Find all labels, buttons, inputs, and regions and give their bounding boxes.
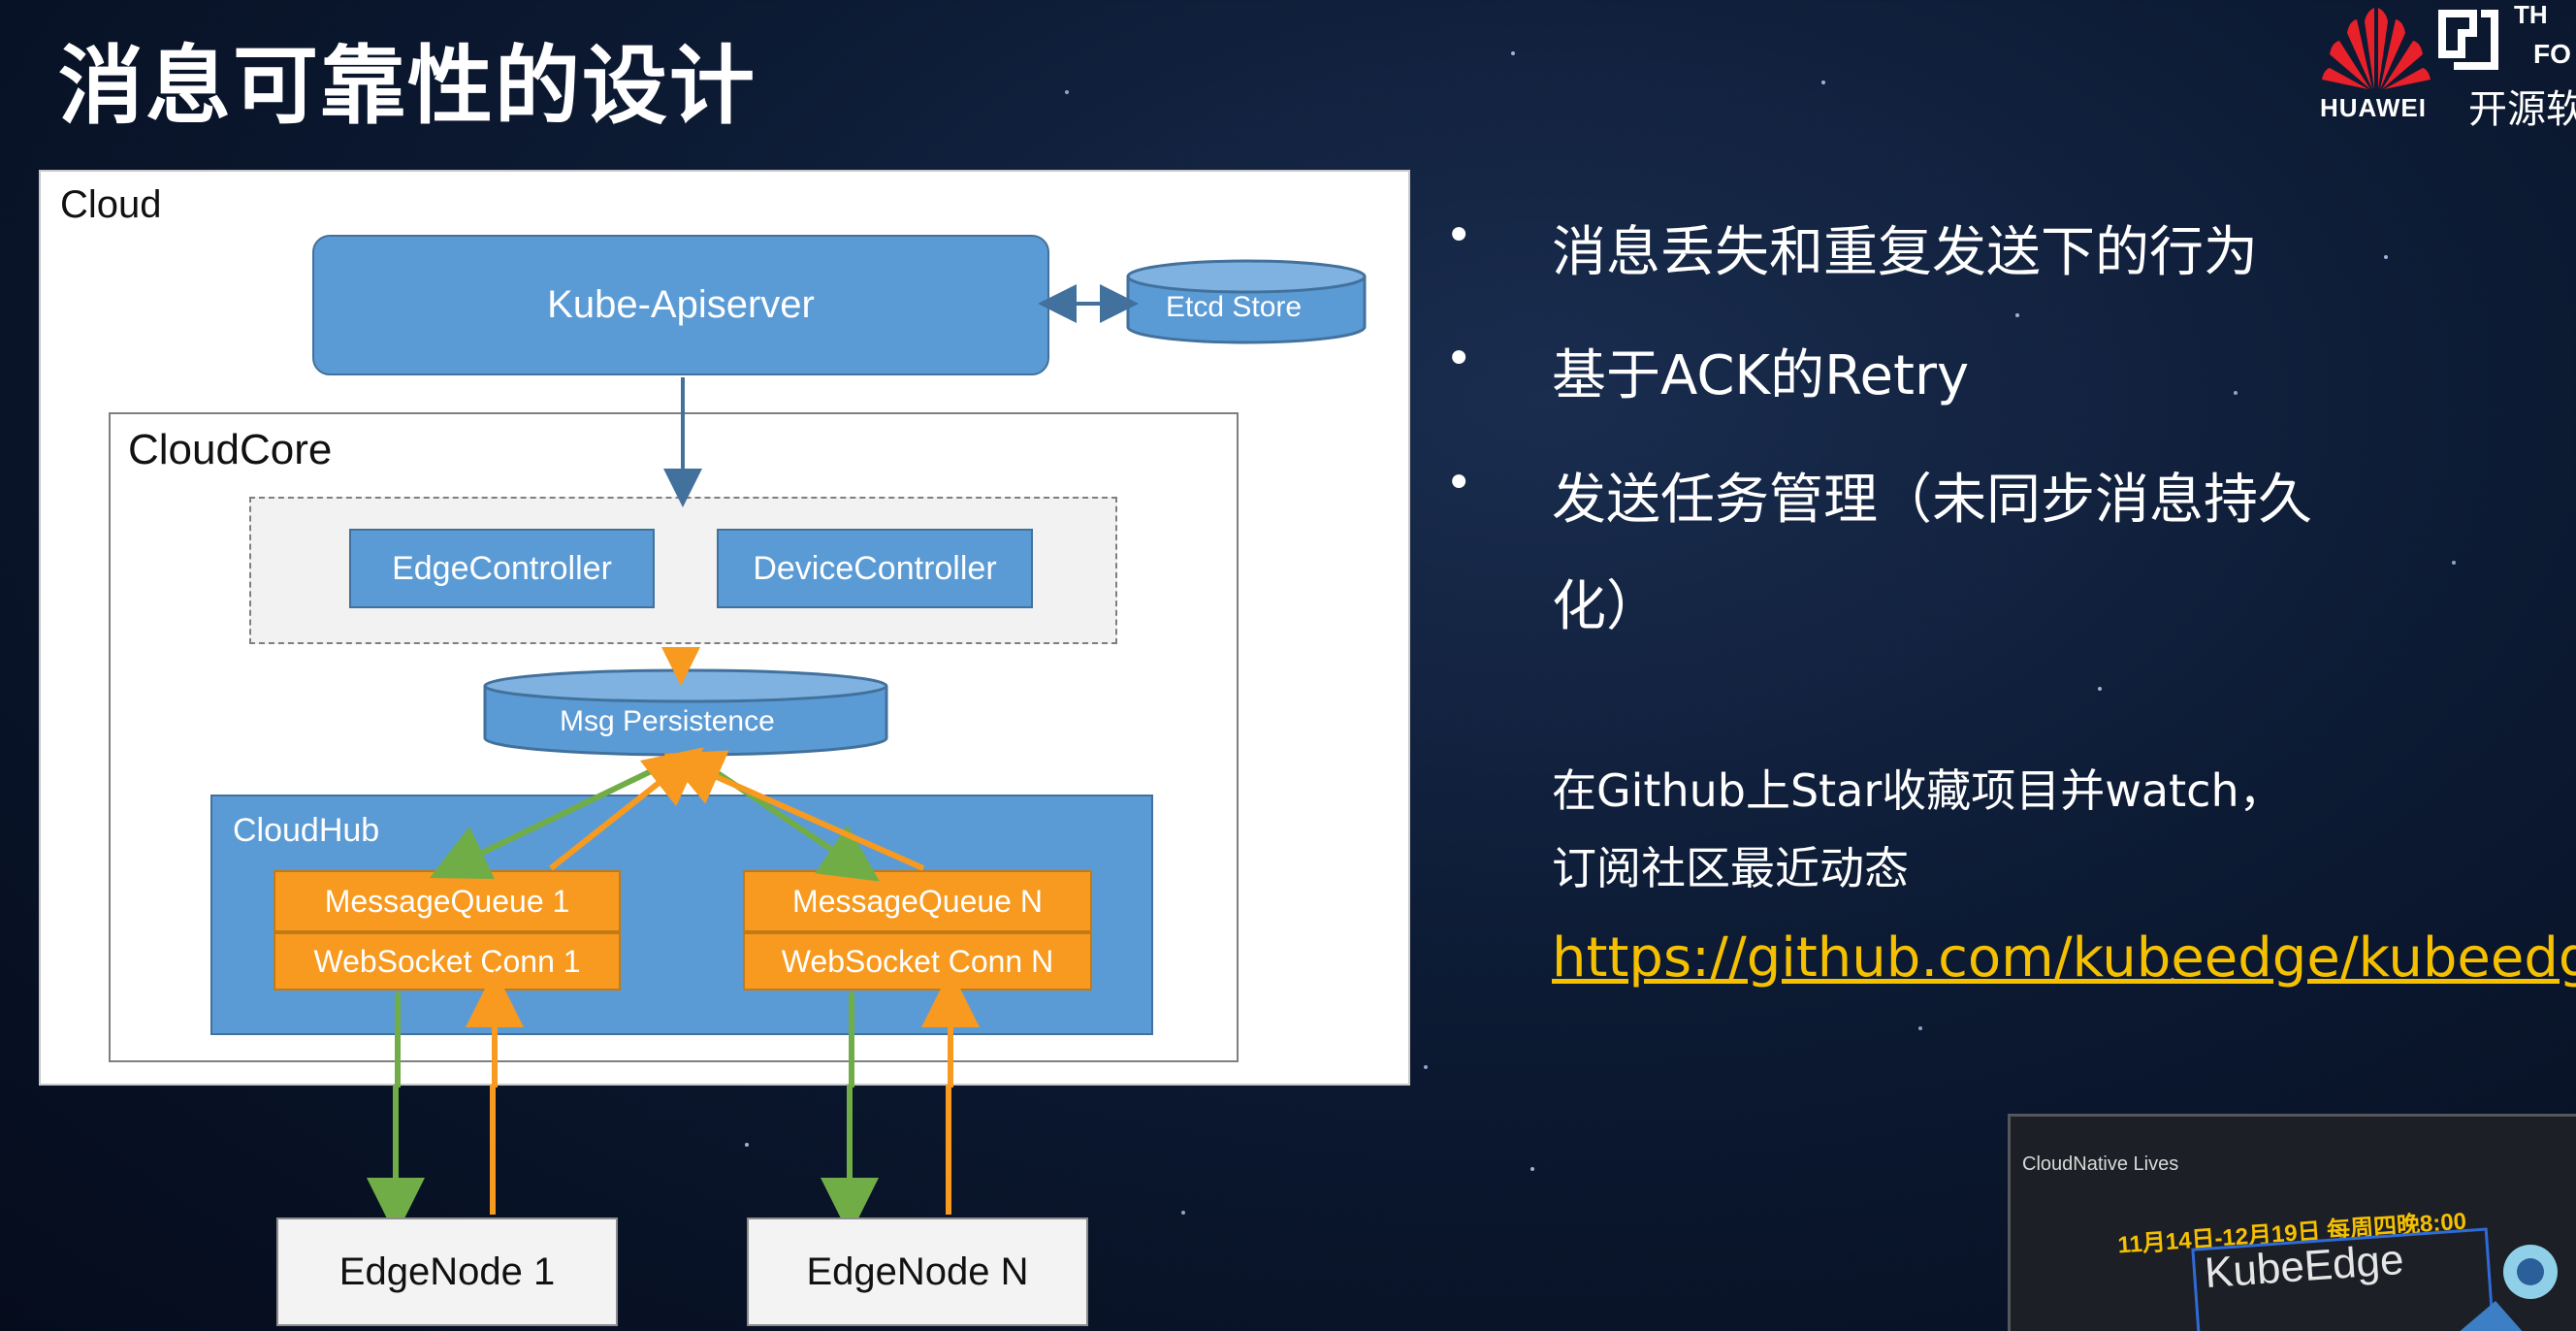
open-source-brand-text: 开源软 (2468, 87, 2576, 132)
websocket-conn-n-label: WebSocket Conn N (781, 943, 1054, 979)
etcd-store-label: Etcd Store (1166, 291, 1303, 323)
device-controller-label: DeviceController (753, 549, 997, 587)
device-controller-box: DeviceController (717, 529, 1033, 608)
bullet-text: 基于ACK的Retry (1552, 344, 1970, 407)
edge-node-n-label: EdgeNode N (806, 1250, 1029, 1293)
kube-apiserver-label: Kube-Apiserver (547, 283, 815, 326)
edge-controller-label: EdgeController (392, 549, 612, 587)
huawei-logo-icon (2322, 8, 2431, 89)
edge-controller-box: EdgeController (349, 529, 655, 608)
github-link[interactable]: https://github.com/kubeedge/kubeedge (1552, 926, 2576, 990)
websocket-conn-n-box: WebSocket Conn N (743, 932, 1092, 990)
github-note-line-2: 订阅社区最近动态 (1552, 842, 1909, 894)
kube-apiserver-box: Kube-Apiserver (312, 235, 1049, 375)
corner-brand-text-top: TH (2514, 0, 2548, 29)
etcd-store-cylinder (1126, 259, 1367, 344)
huawei-brand-text: HUAWEI (2320, 93, 2427, 122)
msg-persistence-cylinder (483, 668, 888, 757)
edge-node-n-box: EdgeNode N (747, 1217, 1088, 1326)
message-queue-n-box: MessageQueue N (743, 870, 1092, 932)
open-source-logo-icon (2438, 10, 2498, 70)
msg-persistence-label: Msg Persistence (560, 705, 775, 737)
message-queue-n-label: MessageQueue N (792, 883, 1043, 919)
websocket-conn-1-box: WebSocket Conn 1 (274, 932, 621, 990)
architecture-diagram: Cloud Kube-Apiserver Etcd Store CloudCor… (39, 170, 1410, 1088)
bullet-dot-icon: • (1445, 209, 1473, 263)
corner-brand-text-mid: FO (2533, 39, 2571, 69)
edge-node-1-label: EdgeNode 1 (338, 1250, 556, 1293)
bullet-text: 化） (1552, 575, 1660, 638)
bullet-dot-icon: • (1445, 332, 1473, 386)
github-note-line-1: 在Github上Star收藏项目并watch， (1552, 764, 2284, 817)
cloudcore-label: CloudCore (128, 426, 333, 473)
github-note: 在Github上Star收藏项目并watch， 订阅社区最近动态 (1552, 752, 2284, 907)
bullet-dot-icon: • (1445, 456, 1473, 510)
cloudhub-label: CloudHub (233, 812, 380, 849)
cloud-label: Cloud (60, 183, 162, 226)
message-queue-1-box: MessageQueue 1 (274, 870, 621, 932)
slide-title: 消息可靠性的设计 (58, 36, 757, 136)
websocket-conn-1-label: WebSocket Conn 1 (313, 943, 581, 979)
message-queue-1-label: MessageQueue 1 (324, 883, 570, 919)
inset-mascot-icon (2460, 1245, 2558, 1331)
diagram-arrows (395, 284, 1139, 1088)
edge-node-1-box: EdgeNode 1 (276, 1217, 618, 1326)
inset-brand-text: CloudNative Lives (2022, 1153, 2179, 1175)
speaker-video-inset: CloudNative Lives 11月14日-12月19日 每周四晚8:00… (2008, 1114, 2576, 1331)
bullet-text: 发送任务管理（未同步消息持久 (1552, 469, 2312, 532)
logo-area (2308, 0, 2576, 126)
bullet-text: 消息丢失和重复发送下的行为 (1552, 221, 2258, 284)
edge-node-arrows (367, 1085, 951, 1220)
